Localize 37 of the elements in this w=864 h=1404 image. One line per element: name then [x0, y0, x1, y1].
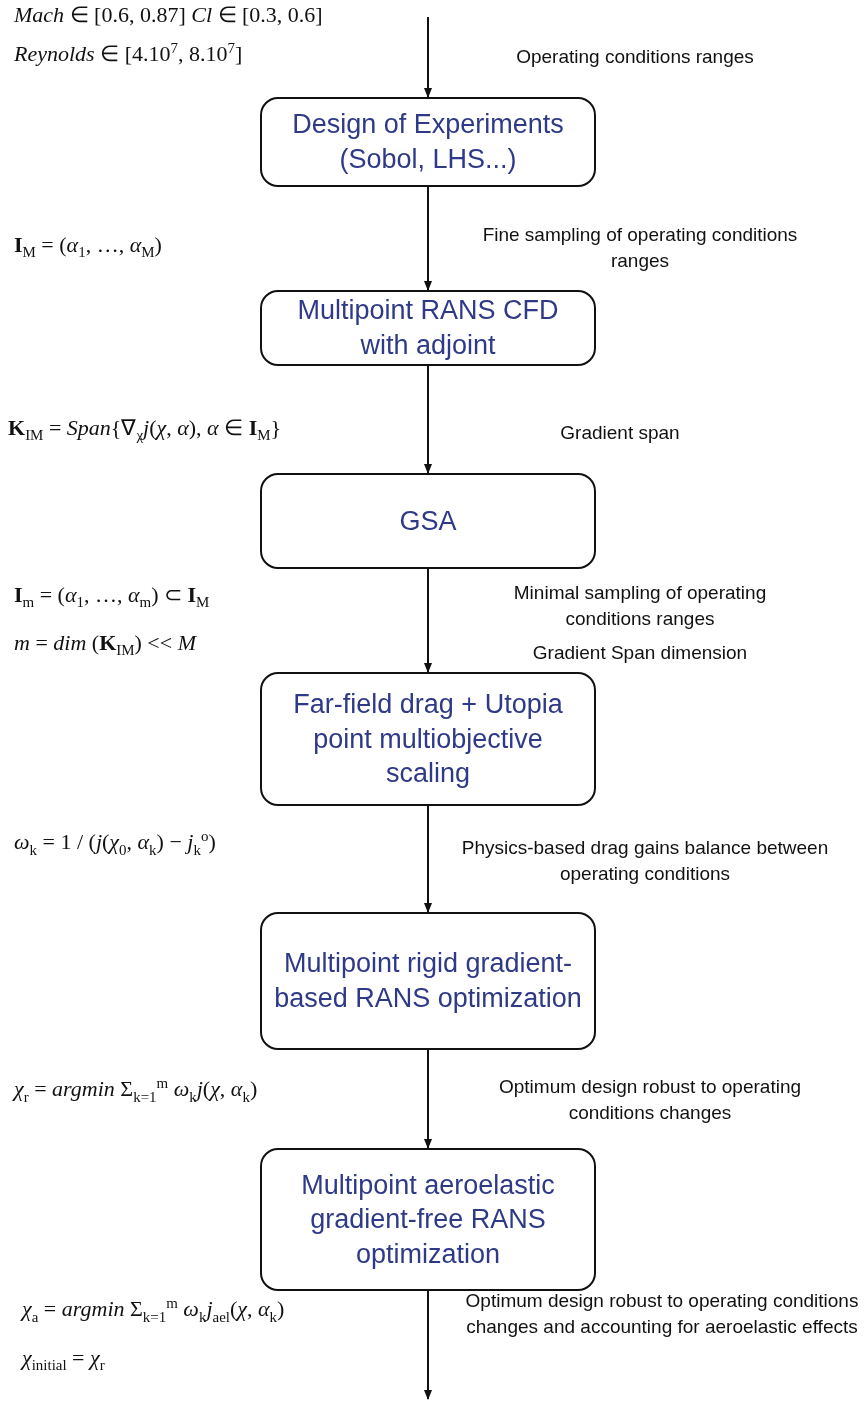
formula: K$_{IM}$ = Span{∇$_{χ}$j(χ, α), α ∈ I$_{M}$}	[8, 415, 282, 445]
formula: χ$_{a}$ = argmin Σ$_{k=1}$$^{m}$ ω$_{k}$j$_{ael}$(χ, α$_{k}$)	[22, 1295, 285, 1326]
annotation: Optimum design robust to operating conditions changes	[497, 1075, 803, 1125]
annotation: Minimal sampling of operating conditions ranges	[512, 581, 768, 631]
formula: m = dim (K$_{IM}$) << M	[14, 630, 196, 660]
annotation: Gradient Span dimension	[531, 641, 749, 665]
arrow	[424, 805, 432, 913]
arrow	[424, 186, 432, 291]
annotation: Operating conditions ranges	[515, 45, 755, 69]
annotation: Physics-based drag gains balance between operating conditions	[460, 836, 830, 886]
formula: Mach ∈ [0.6, 0.87] Cl ∈ [0.3, 0.6]	[14, 2, 323, 28]
process-box	[260, 473, 596, 569]
process-box	[260, 290, 596, 366]
formula: I$_{M}$ = (α$_{1}$, …, α$_{M}$)	[14, 232, 162, 262]
arrow	[424, 365, 432, 474]
annotation: Optimum design robust to operating conditions changes and accounting for aeroelastic effects	[464, 1289, 860, 1339]
arrow	[424, 1049, 432, 1149]
formula: χ$_{initial}$ = χ$_{r}$	[22, 1345, 105, 1375]
box-label: Multipoint RANS CFD with adjoint	[296, 294, 560, 362]
arrow	[424, 1290, 432, 1400]
box-label: Multipoint aeroelastic gradient-free RANS optimization	[300, 1168, 556, 1271]
formula: χ$_{r}$ = argmin Σ$_{k=1}$$^{m}$ ω$_{k}$j(χ, α$_{k}$)	[14, 1075, 258, 1106]
arrow	[424, 16, 432, 98]
process-box	[260, 672, 596, 806]
process-box	[260, 97, 596, 187]
box-label: Far-field drag + Utopia point multiobjective scaling	[292, 688, 564, 791]
box-label: GSA	[398, 504, 458, 538]
formula: ω$_{k}$ = 1 / (j(χ$_{0}$, α$_{k}$) − j$_{k}$$^{o}$)	[14, 828, 216, 859]
annotation: Fine sampling of operating conditions ranges	[481, 223, 799, 273]
formula: Reynolds ∈ [4.10$^{7}$, 8.10$^{7}$]	[14, 40, 243, 68]
annotation: Gradient span	[559, 421, 681, 445]
formula: I$_{m}$ = (α$_{1}$, …, α$_{m}$) ⊂ I$_{M}$	[14, 582, 210, 612]
box-label: Multipoint rigid gradient-based RANS optimization	[273, 947, 583, 1015]
process-box	[260, 1148, 596, 1291]
process-box	[260, 912, 596, 1050]
box-label: Design of Experiments (Sobol, LHS...)	[291, 108, 565, 176]
arrow	[424, 568, 432, 673]
